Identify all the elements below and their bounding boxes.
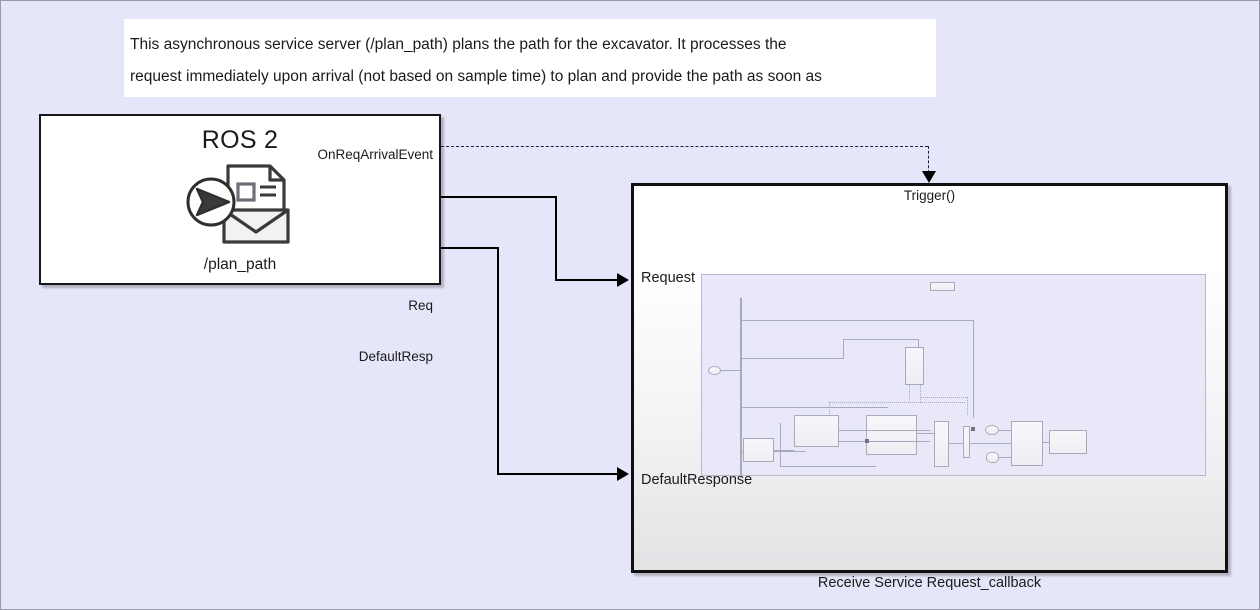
receive-service-request-callback-subsystem[interactable]: Request DefaultResponse [631,183,1228,573]
thumb-line-long-v [973,320,974,418]
thumb-block-small-left [743,438,774,462]
wire-defaultresp-segment-2 [497,247,499,475]
thumb-line-fanout-4 [742,451,806,452]
thumb-line-right-1 [998,430,1012,431]
subsystem-port-label-request: Request [641,270,696,286]
thumb-line-circle-out [720,370,742,371]
thumb-line-riser-2 [918,339,919,349]
wire-defaultresp-segment-1 [441,247,499,249]
model-annotation[interactable]: This asynchronous service server (/plan_… [124,19,936,97]
subsystem-caption: Receive Service Request_callback [817,575,1042,591]
wire-onreqarrivalevent-horizontal [441,146,928,147]
ros2-service-name-label: /plan_path [203,256,277,273]
thumb-block-right-2 [1049,430,1087,454]
ros2-service-server-block[interactable]: ROS 2 OnReqArrivalEvent Req DefaultResp … [39,114,441,364]
thumb-line-right-4 [1042,442,1050,443]
wire-req-segment-1 [441,196,557,198]
ros2-port-label-onreqarrivalevent: OnReqArrivalEvent [317,147,433,162]
thumb-line-fanout-2 [742,358,844,359]
thumb-line-dotted-h-2 [920,397,968,398]
annotation-line-1: This asynchronous service server (/plan_… [130,36,787,53]
subsystem-preview-thumbnail [701,274,1206,476]
thumb-junction-dot-1 [971,427,975,431]
wire-defaultresp-arrowhead [617,467,629,481]
wire-onreqarrivalevent-arrowhead [922,171,936,183]
thumb-line-dotted-v-2 [920,385,921,402]
subsystem-port-label-defaultresponse: DefaultResponse [641,472,753,488]
thumb-block-floating-top [930,282,955,291]
thumb-block-right-1 [1011,421,1043,466]
thumb-line-dotted-v-3 [829,402,830,416]
thumb-line-right-3 [998,457,1012,458]
wire-req-arrowhead [617,273,629,287]
annotation-line-2: request immediately upon arrival (not ba… [130,68,822,85]
thumb-line-mid-2 [780,423,781,467]
thumb-line-mid-1 [774,450,794,451]
thumb-block-tall-narrow [934,421,949,467]
thumb-junction-dot-2 [865,439,869,443]
thumb-line-fanout-1 [742,320,974,321]
thumb-line-step-1 [843,339,919,340]
thumb-line-mid-5 [838,441,930,442]
ros2-port-label-defaultresp: DefaultResp [358,349,433,364]
wire-onreqarrivalevent-vertical [928,146,929,173]
thumb-line-dotted-v-4 [967,397,968,415]
ros2-service-envelope-icon [184,162,296,248]
wire-defaultresp-segment-3 [497,473,617,475]
thumb-line-riser-1 [843,339,844,359]
thumb-line-mid-7 [948,443,964,444]
thumb-line-mid-3 [780,466,876,467]
subsystem-trigger-label: Trigger() [903,188,956,203]
wire-req-segment-3 [555,279,617,281]
thumb-bus-bar [740,298,742,475]
ros2-port-label-req: Req [408,298,433,313]
thumb-circle-right [985,425,999,435]
ros2-block-title: ROS 2 [201,126,279,154]
thumb-line-mid-4 [838,430,930,431]
thumb-block-mid-1 [794,415,839,447]
thumb-block-thin-vertical [963,426,970,458]
thumb-block-tall-upper [905,347,924,385]
thumb-line-dotted-v-1 [909,385,910,402]
thumb-line-mid-6 [917,433,935,434]
thumb-block-mid-2 [866,415,917,455]
wire-req-segment-2 [555,196,557,281]
thumb-line-fanout-3 [742,407,888,408]
thumb-line-dotted-h-1 [829,402,965,403]
thumb-line-right-2 [970,443,1012,444]
